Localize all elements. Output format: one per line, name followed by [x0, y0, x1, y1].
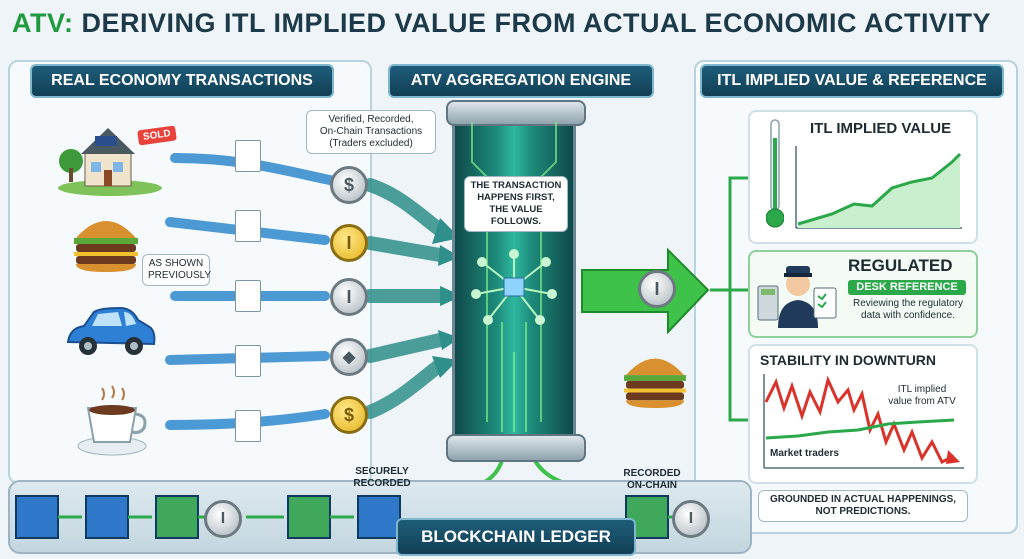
itl-coin-icon: I [330, 278, 368, 316]
officer-icon [756, 254, 840, 330]
engine-top-cap [446, 100, 586, 126]
itl-ledger-coin-icon: I [204, 500, 242, 538]
document-icon [235, 345, 261, 377]
flow-arrow-to-engine-2 [363, 236, 447, 262]
itl-coin-icon: I [330, 224, 368, 262]
section-header-right: ITL IMPLIED VALUE & REFERENCE [700, 64, 1004, 98]
flow-arrow-to-engine-5 [363, 358, 447, 419]
document-icon [235, 210, 261, 242]
engine-circuit [471, 122, 557, 432]
document-icon [235, 140, 261, 172]
blockchain-blocks [15, 495, 401, 539]
flow-arrow-5 [165, 409, 330, 430]
flow-arrow-1 [170, 153, 345, 187]
page-title: ATV: DERIVING ITL IMPLIED VALUE FROM ACT… [12, 8, 992, 38]
car-icon [60, 300, 160, 364]
verified-callout: Verified, Recorded,On-Chain Transactions… [306, 110, 436, 154]
market-traders-line [764, 375, 955, 465]
regulated-title: REGULATED [848, 256, 953, 275]
traders-line-label: Market traders [770, 448, 839, 459]
itl-output-coin-icon: I [638, 270, 676, 308]
grounded-note: GROUNDED IN ACTUAL HAPPENINGS,NOT PREDIC… [758, 490, 968, 522]
itl-ledger-coin-icon: I [672, 500, 710, 538]
engine-bottom-cap [446, 434, 586, 462]
section-header-middle: ATV AGGREGATION ENGINE [388, 64, 654, 98]
ethereum-coin-icon: ◆ [330, 338, 368, 376]
implied-value-chart [795, 146, 962, 229]
implied-value-title: ITL IMPLIED VALUE [810, 120, 952, 137]
ledger-label: BLOCKCHAIN LEDGER [396, 518, 636, 556]
flow-arrow-to-engine-4 [363, 333, 447, 363]
burger-icon [70, 210, 142, 272]
stability-title: STABILITY IN DOWNTURN [760, 352, 937, 368]
stability-chart [763, 374, 964, 469]
dollar-coin-icon: $ [330, 166, 368, 204]
desk-reference-badge: DESK REFERENCE [848, 280, 966, 295]
section-header-left: REAL ECONOMY TRANSACTIONS [30, 64, 334, 98]
coffee-icon [72, 380, 152, 460]
dollar-coin-icon: $ [330, 396, 368, 434]
burger-icon [620, 348, 690, 408]
document-icon [235, 280, 261, 312]
flow-arrow-to-engine-1 [363, 178, 447, 237]
document-icon [235, 410, 261, 442]
atv-line [765, 418, 955, 440]
thermometer-icon [765, 118, 785, 230]
house-icon [55, 116, 165, 196]
